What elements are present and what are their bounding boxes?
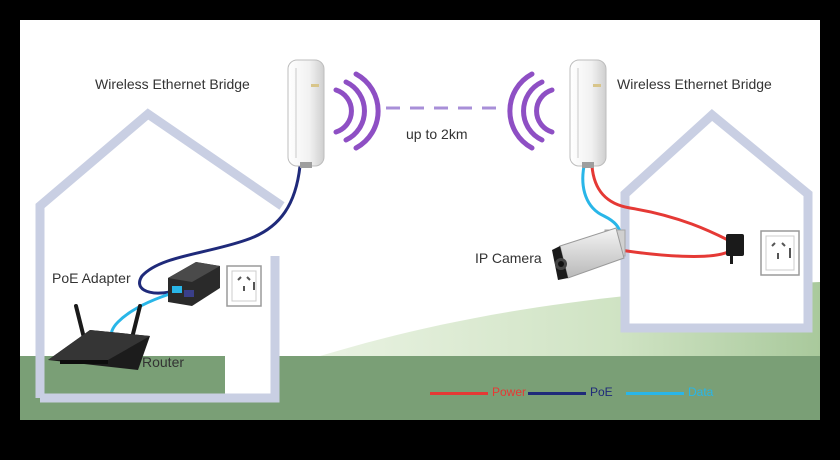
legend-swatch-power bbox=[430, 392, 488, 395]
ground bbox=[20, 356, 820, 420]
cable-data-left bbox=[109, 290, 177, 339]
wall-outlet-left bbox=[226, 265, 262, 307]
legend-swatch-data bbox=[626, 392, 684, 395]
power-adapter-device bbox=[726, 234, 744, 264]
legend-label-power: Power bbox=[492, 385, 527, 399]
signal-waves-left bbox=[333, 71, 381, 151]
diagram-frame: Wireless Ethernet Bridge Wireless Ethern… bbox=[20, 20, 820, 420]
house-right bbox=[620, 109, 813, 333]
cable-data-right bbox=[581, 165, 622, 235]
wall-outlet-right bbox=[760, 230, 800, 276]
house-left bbox=[35, 108, 285, 398]
cable-power-right-1 bbox=[590, 165, 729, 242]
poe-adapter-device bbox=[168, 262, 220, 306]
label-bridge-right: Wireless Ethernet Bridge bbox=[617, 76, 772, 92]
bridge-right-device bbox=[569, 59, 607, 168]
signal-waves-right bbox=[507, 71, 555, 151]
legend-label-poe: PoE bbox=[590, 385, 613, 399]
label-ip-camera: IP Camera bbox=[475, 250, 542, 266]
cable-power-right-2 bbox=[619, 248, 729, 258]
legend-label-data: Data bbox=[688, 385, 714, 399]
label-poe-adapter: PoE Adapter bbox=[52, 270, 131, 286]
router-device bbox=[48, 304, 150, 370]
label-bridge-left: Wireless Ethernet Bridge bbox=[95, 76, 250, 92]
cable-poe-left bbox=[138, 165, 302, 295]
network-diagram bbox=[20, 59, 820, 420]
label-distance: up to 2km bbox=[406, 126, 468, 142]
bridge-left-device bbox=[287, 59, 325, 168]
legend-swatch-poe bbox=[528, 392, 586, 395]
label-router: Router bbox=[142, 354, 185, 370]
ip-camera-device bbox=[552, 227, 626, 280]
